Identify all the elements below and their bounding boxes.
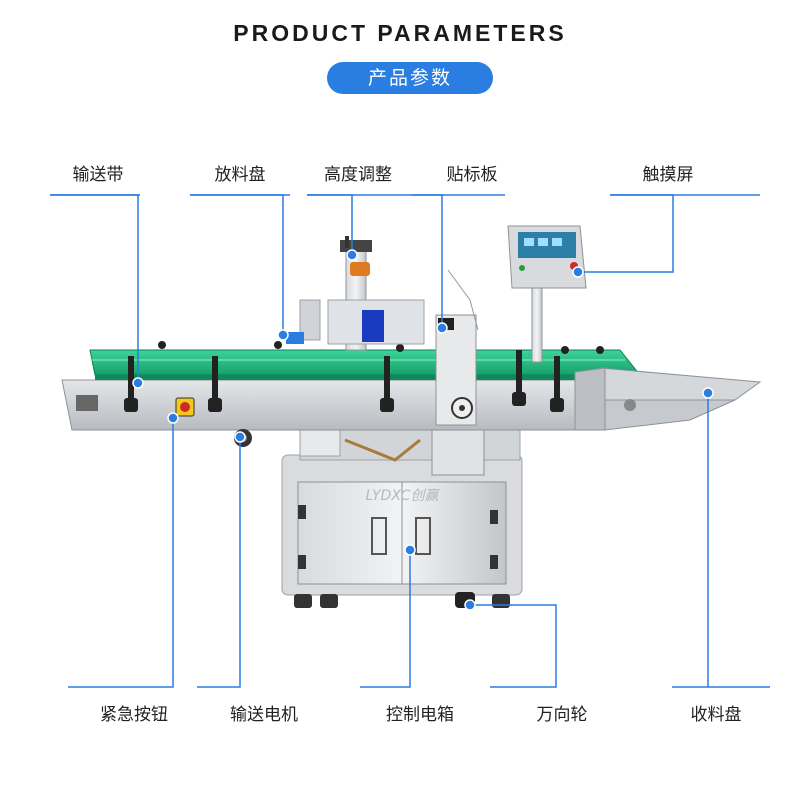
label-conveyor-motor: 输送电机 <box>230 705 298 725</box>
callout-dots <box>132 249 714 611</box>
section-badge: 产品参数 <box>327 62 493 94</box>
label-touch-screen: 触摸屏 <box>642 165 694 185</box>
label-collection-tray: 收料盘 <box>690 705 742 725</box>
touch-screen-graphic <box>507 225 587 363</box>
label-conveyor-belt: 输送带 <box>72 165 124 185</box>
svg-text:LYDXC创赢: LYDXC创赢 <box>366 488 442 504</box>
label-labeling-plate: 贴标板 <box>446 165 498 185</box>
page-title: PRODUCT PARAMETERS <box>233 20 567 46</box>
label-label-reel: 放料盘 <box>214 165 266 185</box>
guide-knobs <box>124 341 604 412</box>
label-control-box: 控制电箱 <box>386 705 454 725</box>
label-emergency-button: 紧急按钮 <box>100 705 168 725</box>
control-cabinet: LYDXC创赢 <box>281 454 523 596</box>
collection-tray-graphic <box>574 367 762 431</box>
label-caster-wheel: 万向轮 <box>536 705 588 725</box>
label-height-adjust: 高度调整 <box>324 165 392 185</box>
